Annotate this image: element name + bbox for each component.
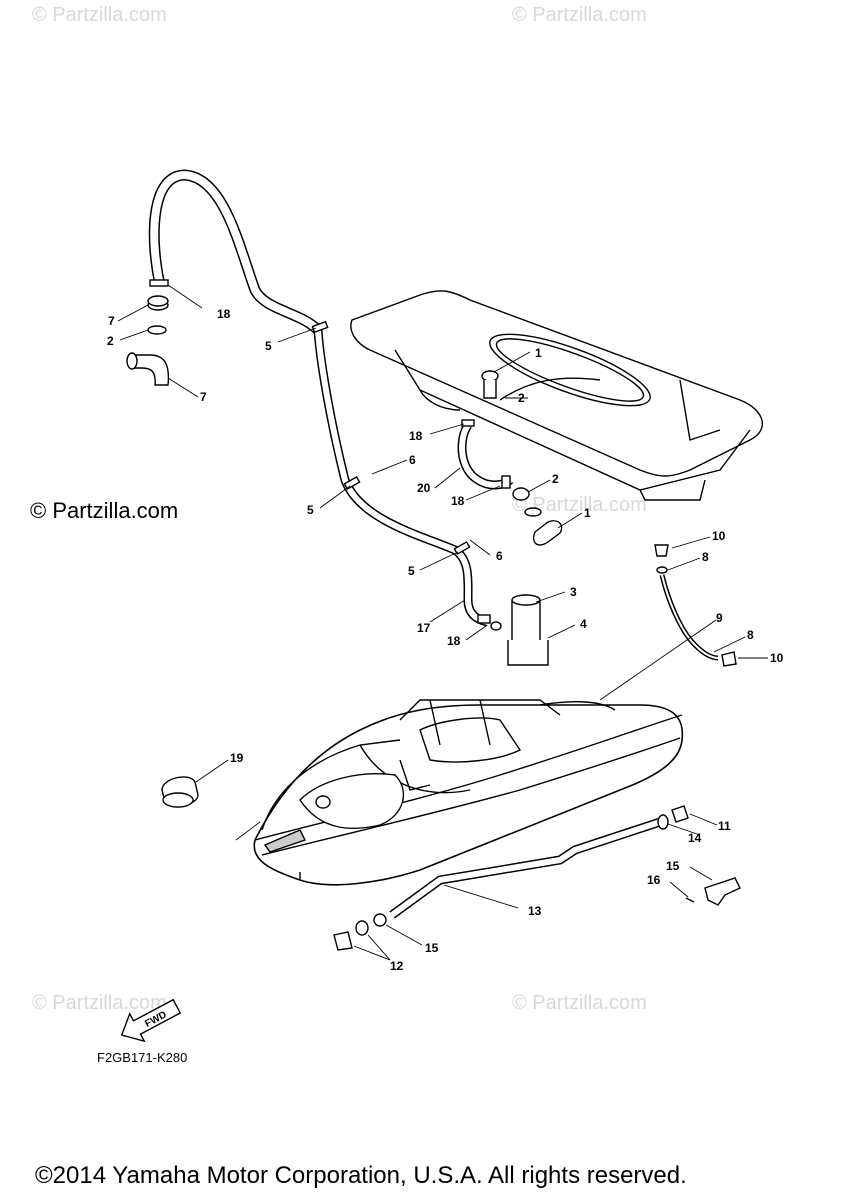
callout-14: 14 [688, 831, 702, 845]
clamp-18-top [149, 279, 169, 287]
callout-18-b: 18 [409, 429, 423, 443]
callout-3: 3 [570, 585, 577, 599]
callout-16: 16 [647, 873, 661, 887]
callout-2-c: 2 [107, 334, 114, 348]
callout-5-b: 5 [307, 503, 314, 517]
callout-13: 13 [528, 904, 542, 918]
watermark-mid-right: © Partzilla.com [512, 494, 647, 516]
callout-5-a: 5 [265, 339, 272, 353]
watermark-top-left: © Partzilla.com [32, 4, 167, 26]
callout-12: 12 [390, 959, 404, 973]
filter-bracket [507, 640, 549, 666]
callout-8-a: 8 [702, 550, 709, 564]
callout-4: 4 [580, 617, 587, 631]
callout-7-b: 7 [200, 390, 207, 404]
watermark-mid-left: © Partzilla.com [30, 498, 179, 523]
elbow-fitting-7 [132, 354, 170, 386]
callout-15-b: 15 [425, 941, 439, 955]
callout-9: 9 [716, 611, 723, 625]
nut-2-right [512, 487, 530, 501]
callout-1-a: 1 [535, 346, 542, 360]
washer-2-left [147, 325, 167, 335]
fitting-1-upper [481, 370, 499, 382]
fwd-label: FWD [143, 1009, 168, 1029]
callout-5-c: 5 [408, 564, 415, 578]
vent-hose-loop [148, 169, 322, 335]
callout-2-b: 2 [518, 391, 525, 405]
copyright-notice: ©2014 Yamaha Motor Corporation, U.S.A. A… [35, 1162, 687, 1189]
callout-19: 19 [230, 751, 244, 765]
callout-6-a: 6 [409, 453, 416, 467]
callout-7-a: 7 [108, 314, 115, 328]
callout-18-c: 18 [451, 494, 465, 508]
callout-2-a: 2 [552, 472, 559, 486]
plug-12 [333, 931, 353, 951]
hose-9 [659, 574, 719, 661]
plug-10-upper [654, 544, 669, 557]
plug-10-lower [721, 651, 737, 667]
callout-18-d: 18 [447, 634, 461, 648]
fwd-arrow-icon: FWD [120, 998, 182, 1043]
bracket-15 [704, 877, 741, 906]
watermark-top-right: © Partzilla.com [512, 4, 647, 26]
callout-11: 11 [718, 819, 731, 833]
callout-15-a: 15 [666, 859, 680, 873]
callout-10-a: 10 [712, 529, 726, 543]
elbow-fitting-1 [533, 520, 563, 546]
watermark-bottom-left: © Partzilla.com [32, 992, 167, 1014]
diagram-code: F2GB171-K280 [97, 1050, 188, 1065]
callout-10-b: 10 [770, 651, 784, 665]
callout-17: 17 [417, 621, 431, 635]
callout-18-a: 18 [217, 307, 231, 321]
callout-6-b: 6 [496, 549, 503, 563]
watermark-bottom-right: © Partzilla.com [512, 992, 647, 1014]
callout-20: 20 [417, 481, 431, 495]
boat-hull [253, 699, 684, 886]
callout-8-b: 8 [747, 628, 754, 642]
callout-1-b: 1 [584, 506, 591, 520]
washer-right [524, 507, 542, 517]
fitting-11 [671, 805, 689, 823]
